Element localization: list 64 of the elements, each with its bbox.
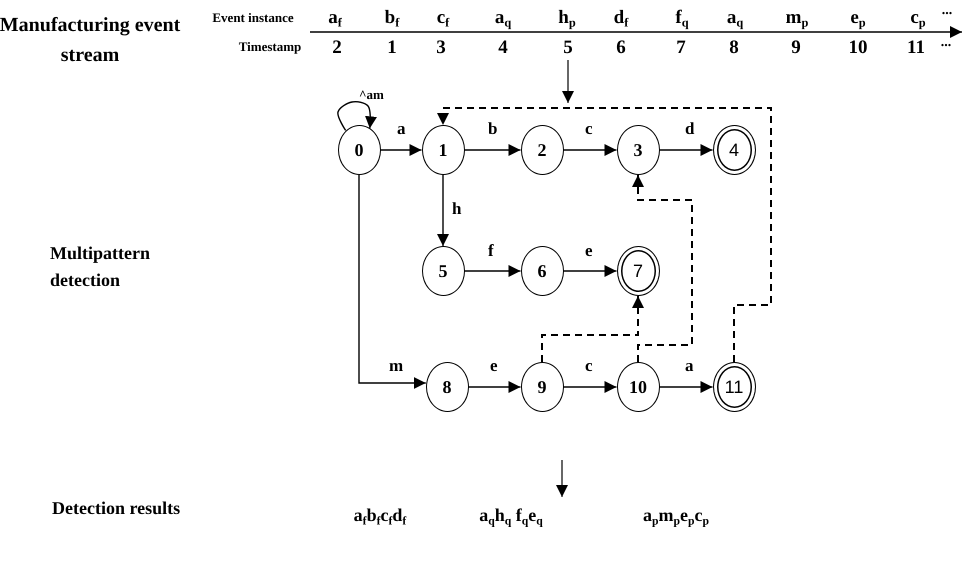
detection-result: a$_{p}$m$_{p}$e$_{p}$c$_{p}$ [642,506,710,528]
timestamp: 11 [907,38,925,57]
arrow [660,144,712,156]
edge-label: f [487,242,495,259]
self-loop-arrow [337,101,377,131]
timestamp: 5 [563,38,573,57]
state-circle: 1 [422,125,464,175]
timestamp: 1 [387,38,397,57]
edge-label: h [451,200,462,217]
state-circle: 0 [338,125,380,175]
arrow [564,381,616,393]
state-circle: 9 [520,362,564,412]
timestamp: 3 [436,38,446,57]
timestamp: 8 [729,38,739,57]
arrow [358,175,426,389]
dashed-arrow [437,107,772,362]
arrow [464,265,520,277]
state-circle: 3 [616,125,660,175]
detection-result: a$_{q}$h$_{q}$ f$_{q}$e$_{q}$ [479,506,543,528]
event-label: a$_{f}$ [328,8,342,30]
state-circle: 8 [426,362,468,412]
state-circle: 5 [422,246,464,296]
arrow [437,175,449,246]
event-label: h$_{p}$ [558,8,576,30]
dashed-arrow [541,296,644,362]
arrow [380,144,422,156]
state-circle: 6 [520,246,564,296]
event-label: b$_{f}$ [384,8,400,30]
edge-label: d [684,120,696,137]
arrow [468,381,520,393]
arrow [464,144,520,156]
state-circle: 2 [520,125,564,175]
event-label: c$_{p}$ [910,8,926,30]
timestamp: 7 [676,38,686,57]
section-heading: Multipattern detection [50,242,151,292]
edge-label: ^am [358,88,385,101]
event-label: f$_{q}$ [675,8,689,30]
row-heading: Manufacturing event stream [0,13,182,68]
timestamp: 6 [616,38,626,57]
accepting-state-circle: 7 [616,246,660,296]
row-heading: Timestamp [238,40,302,53]
event-label: d$_{f}$ [614,8,628,30]
accepting-state-circle: 4 [712,125,756,175]
arrow [564,265,616,277]
detection-result: a$_{f}$b$_{f}$c$_{f}$d$_{f}$ [354,506,406,528]
event-label: m$_{p}$ [786,8,808,30]
timestamp: 4 [498,38,508,57]
timestamp: 10 [848,38,868,57]
event-label: a$_{q}$ [494,8,512,30]
timestamp: 9 [791,38,801,57]
arrow [660,381,712,393]
ellipsis: ... [940,36,952,50]
event-label: c$_{f}$ [436,8,450,30]
row-heading: Event instance [212,11,294,24]
ellipsis: ... [942,4,952,18]
state-circle: 10 [616,362,660,412]
arrow [564,144,616,156]
edge-label: b [487,120,498,137]
event-label: e$_{p}$ [850,8,866,30]
timestamp: 2 [332,38,342,57]
dashed-arrow [632,175,693,362]
accepting-state-circle: 11 [712,362,756,412]
event-label: a$_{q}$ [726,8,744,30]
section-heading: Detection results [52,499,180,517]
